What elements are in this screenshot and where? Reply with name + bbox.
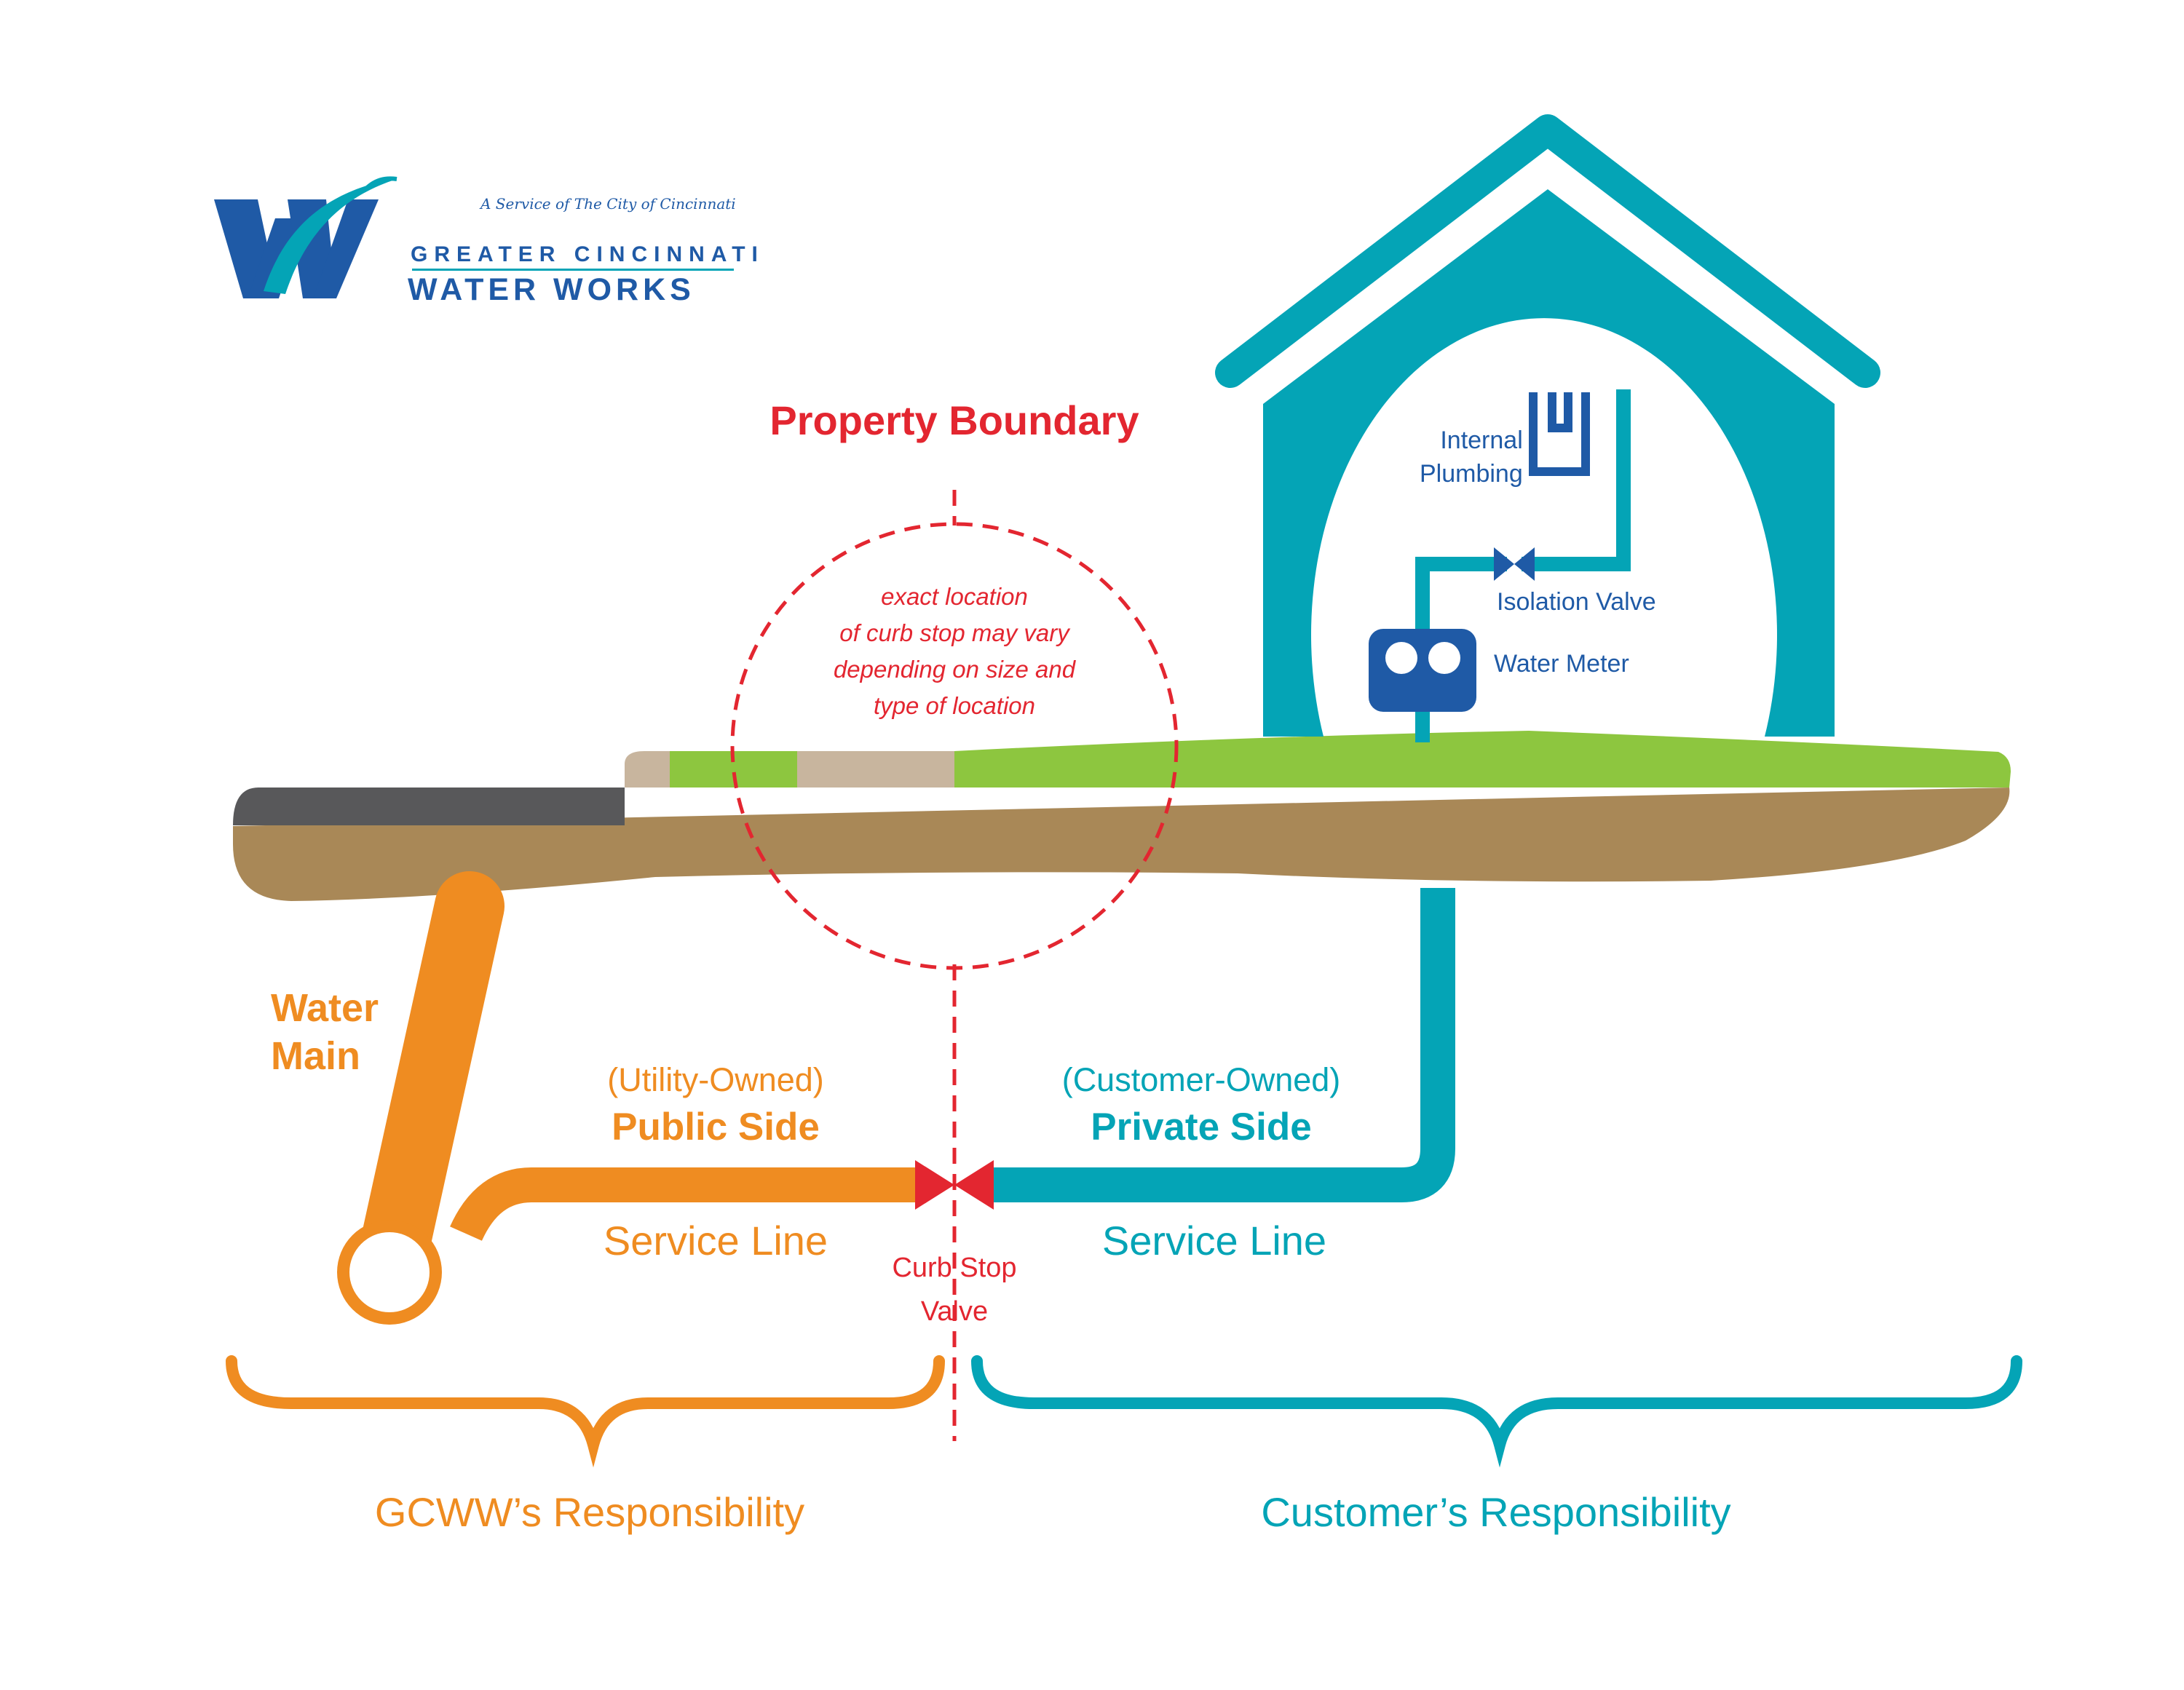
logo-divider: [412, 269, 734, 271]
label-line: Curb Stop: [892, 1253, 1017, 1283]
isolation-valve-icon: [1494, 547, 1535, 581]
curb-stop-valve-icon: [915, 1160, 994, 1210]
note-line: of curb stop may vary: [839, 619, 1069, 646]
private-side-title: Private Side: [1091, 1106, 1312, 1149]
gcww-responsibility-label: GCWW’s Responsibility: [374, 1489, 805, 1535]
note-line: exact location: [881, 583, 1028, 610]
gcww-responsibility-brace: [226, 1355, 945, 1468]
note-line: type of location: [874, 692, 1035, 719]
soil-layer: [233, 788, 2010, 901]
sidewalk-right: [797, 751, 954, 788]
water-meter-label: Water Meter: [1494, 650, 1629, 678]
public-side-title: Public Side: [612, 1106, 820, 1149]
internal-plumbing-label: Internal Plumbing: [1420, 424, 1523, 491]
note-line: depending on size and: [833, 656, 1076, 683]
curb-stop-valve-label: Curb Stop Valve: [892, 1246, 1016, 1333]
house-roof: [1215, 114, 1880, 388]
lawn: [954, 731, 2011, 788]
public-service-line: [450, 1167, 921, 1242]
curb-stop-location-note: exact location of curb stop may vary dep…: [834, 579, 1075, 724]
logo-tagline: A Service of The City of Cincinnati: [480, 195, 736, 213]
logo-line2: WATER WORKS: [408, 272, 695, 307]
property-boundary-title: Property Boundary: [769, 397, 1139, 443]
label-line: Plumbing: [1420, 460, 1523, 488]
sidewalk-left: [625, 751, 670, 788]
internal-plumbing-pipe: [1415, 389, 1631, 742]
label-line: Main: [271, 1034, 361, 1078]
asphalt-road: [233, 788, 625, 825]
house-body: [1263, 189, 1835, 737]
water-main-label: Water Main: [271, 984, 379, 1080]
label-line: Water: [271, 986, 379, 1030]
label-line: Internal: [1440, 427, 1523, 454]
water-meter-icon: [1369, 629, 1476, 712]
logo-line1: GREATER CINCINNATI: [411, 242, 764, 266]
customer-responsibility-label: Customer’s Responsibility: [1261, 1489, 1731, 1535]
isolation-valve-label: Isolation Valve: [1497, 588, 1656, 616]
private-service-line-label: Service Line: [1101, 1218, 1327, 1263]
label-line: Valve: [920, 1296, 989, 1327]
customer-responsibility-brace: [971, 1355, 2022, 1468]
public-service-line-label: Service Line: [603, 1218, 828, 1263]
water-main-pipe: [337, 871, 505, 1325]
private-service-line: [986, 888, 1455, 1202]
utility-owned-label: (Utility-Owned): [607, 1061, 824, 1098]
gcww-w-logo-icon: [214, 176, 397, 298]
customer-owned-label: (Customer-Owned): [1061, 1061, 1341, 1098]
curb-stop-zone-circle: [730, 522, 1179, 970]
